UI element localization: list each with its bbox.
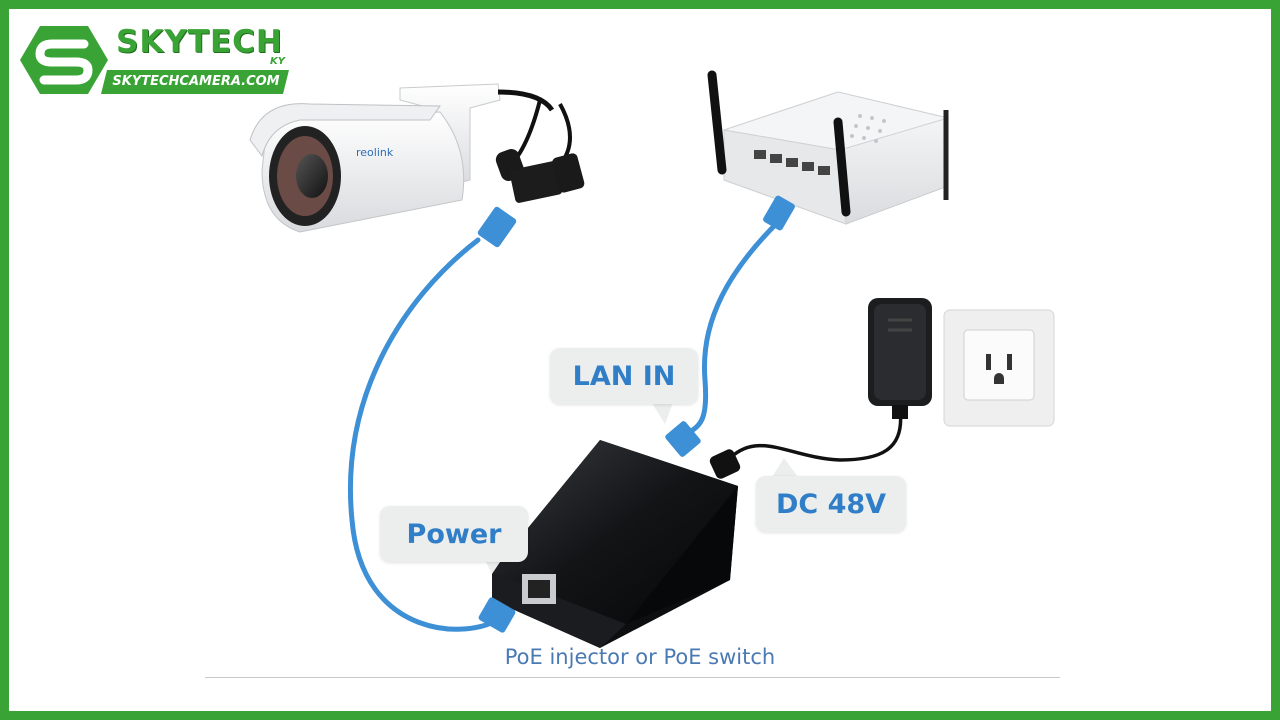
router-ethernet-cable xyxy=(687,219,781,435)
dc-bubble-tail xyxy=(770,458,800,480)
wall-outlet-icon xyxy=(943,309,1055,427)
caption-baseline xyxy=(205,677,1060,678)
camera-ethernet-cable xyxy=(348,237,503,632)
bullet-camera-icon: reolink xyxy=(249,83,585,248)
power-label: Power xyxy=(380,506,528,562)
power-cable xyxy=(728,408,903,462)
camera-brand-text: reolink xyxy=(356,146,394,159)
dc-48v-label: DC 48V xyxy=(756,476,906,532)
diagram-caption: PoE injector or PoE switch xyxy=(504,645,776,669)
brand-website: SKYTECHCAMERA.COM xyxy=(112,74,280,89)
brand-suffix: KY xyxy=(270,56,285,67)
logo-emblem xyxy=(20,26,108,94)
wireless-router-icon xyxy=(707,70,950,231)
poe-injector-icon xyxy=(478,421,741,648)
lan-in-label: LAN IN xyxy=(550,348,698,404)
power-adapter-icon xyxy=(868,298,932,419)
lan-in-bubble-tail xyxy=(650,400,674,424)
brand-name: SKYTECH xyxy=(116,24,283,60)
